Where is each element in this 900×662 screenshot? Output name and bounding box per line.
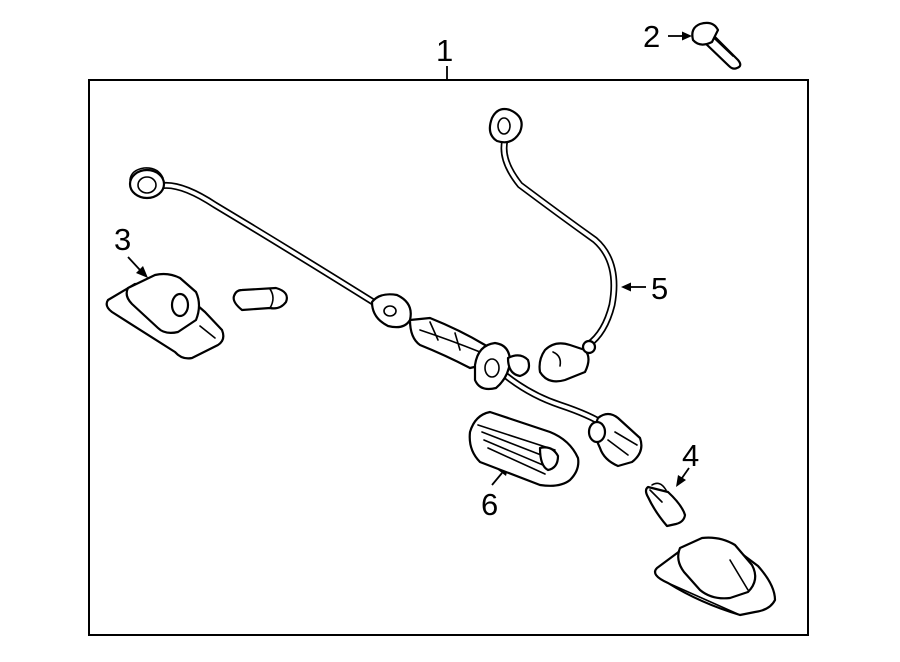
leader-arrow-4 xyxy=(676,467,690,487)
bulb-part-4 xyxy=(644,482,687,528)
bulb-left xyxy=(232,286,288,312)
assembly-frame xyxy=(88,79,809,636)
callout-3[interactable]: 3 xyxy=(114,222,131,257)
callout-1[interactable]: 1 xyxy=(436,33,453,68)
callout-2[interactable]: 2 xyxy=(643,19,660,54)
leader-arrow-5 xyxy=(621,282,646,292)
lens-part-6 xyxy=(468,410,580,487)
callout-5[interactable]: 5 xyxy=(651,271,668,306)
leader-arrow-2 xyxy=(668,31,692,41)
callout-4[interactable]: 4 xyxy=(682,438,699,473)
wiring-harness-part-5 xyxy=(128,107,643,468)
screw-part-2 xyxy=(691,21,742,70)
lamp-housing-part-3 xyxy=(105,272,225,360)
lamp-housing-right xyxy=(653,536,777,617)
leader-arrow-3 xyxy=(127,256,148,278)
callout-6[interactable]: 6 xyxy=(481,487,498,522)
